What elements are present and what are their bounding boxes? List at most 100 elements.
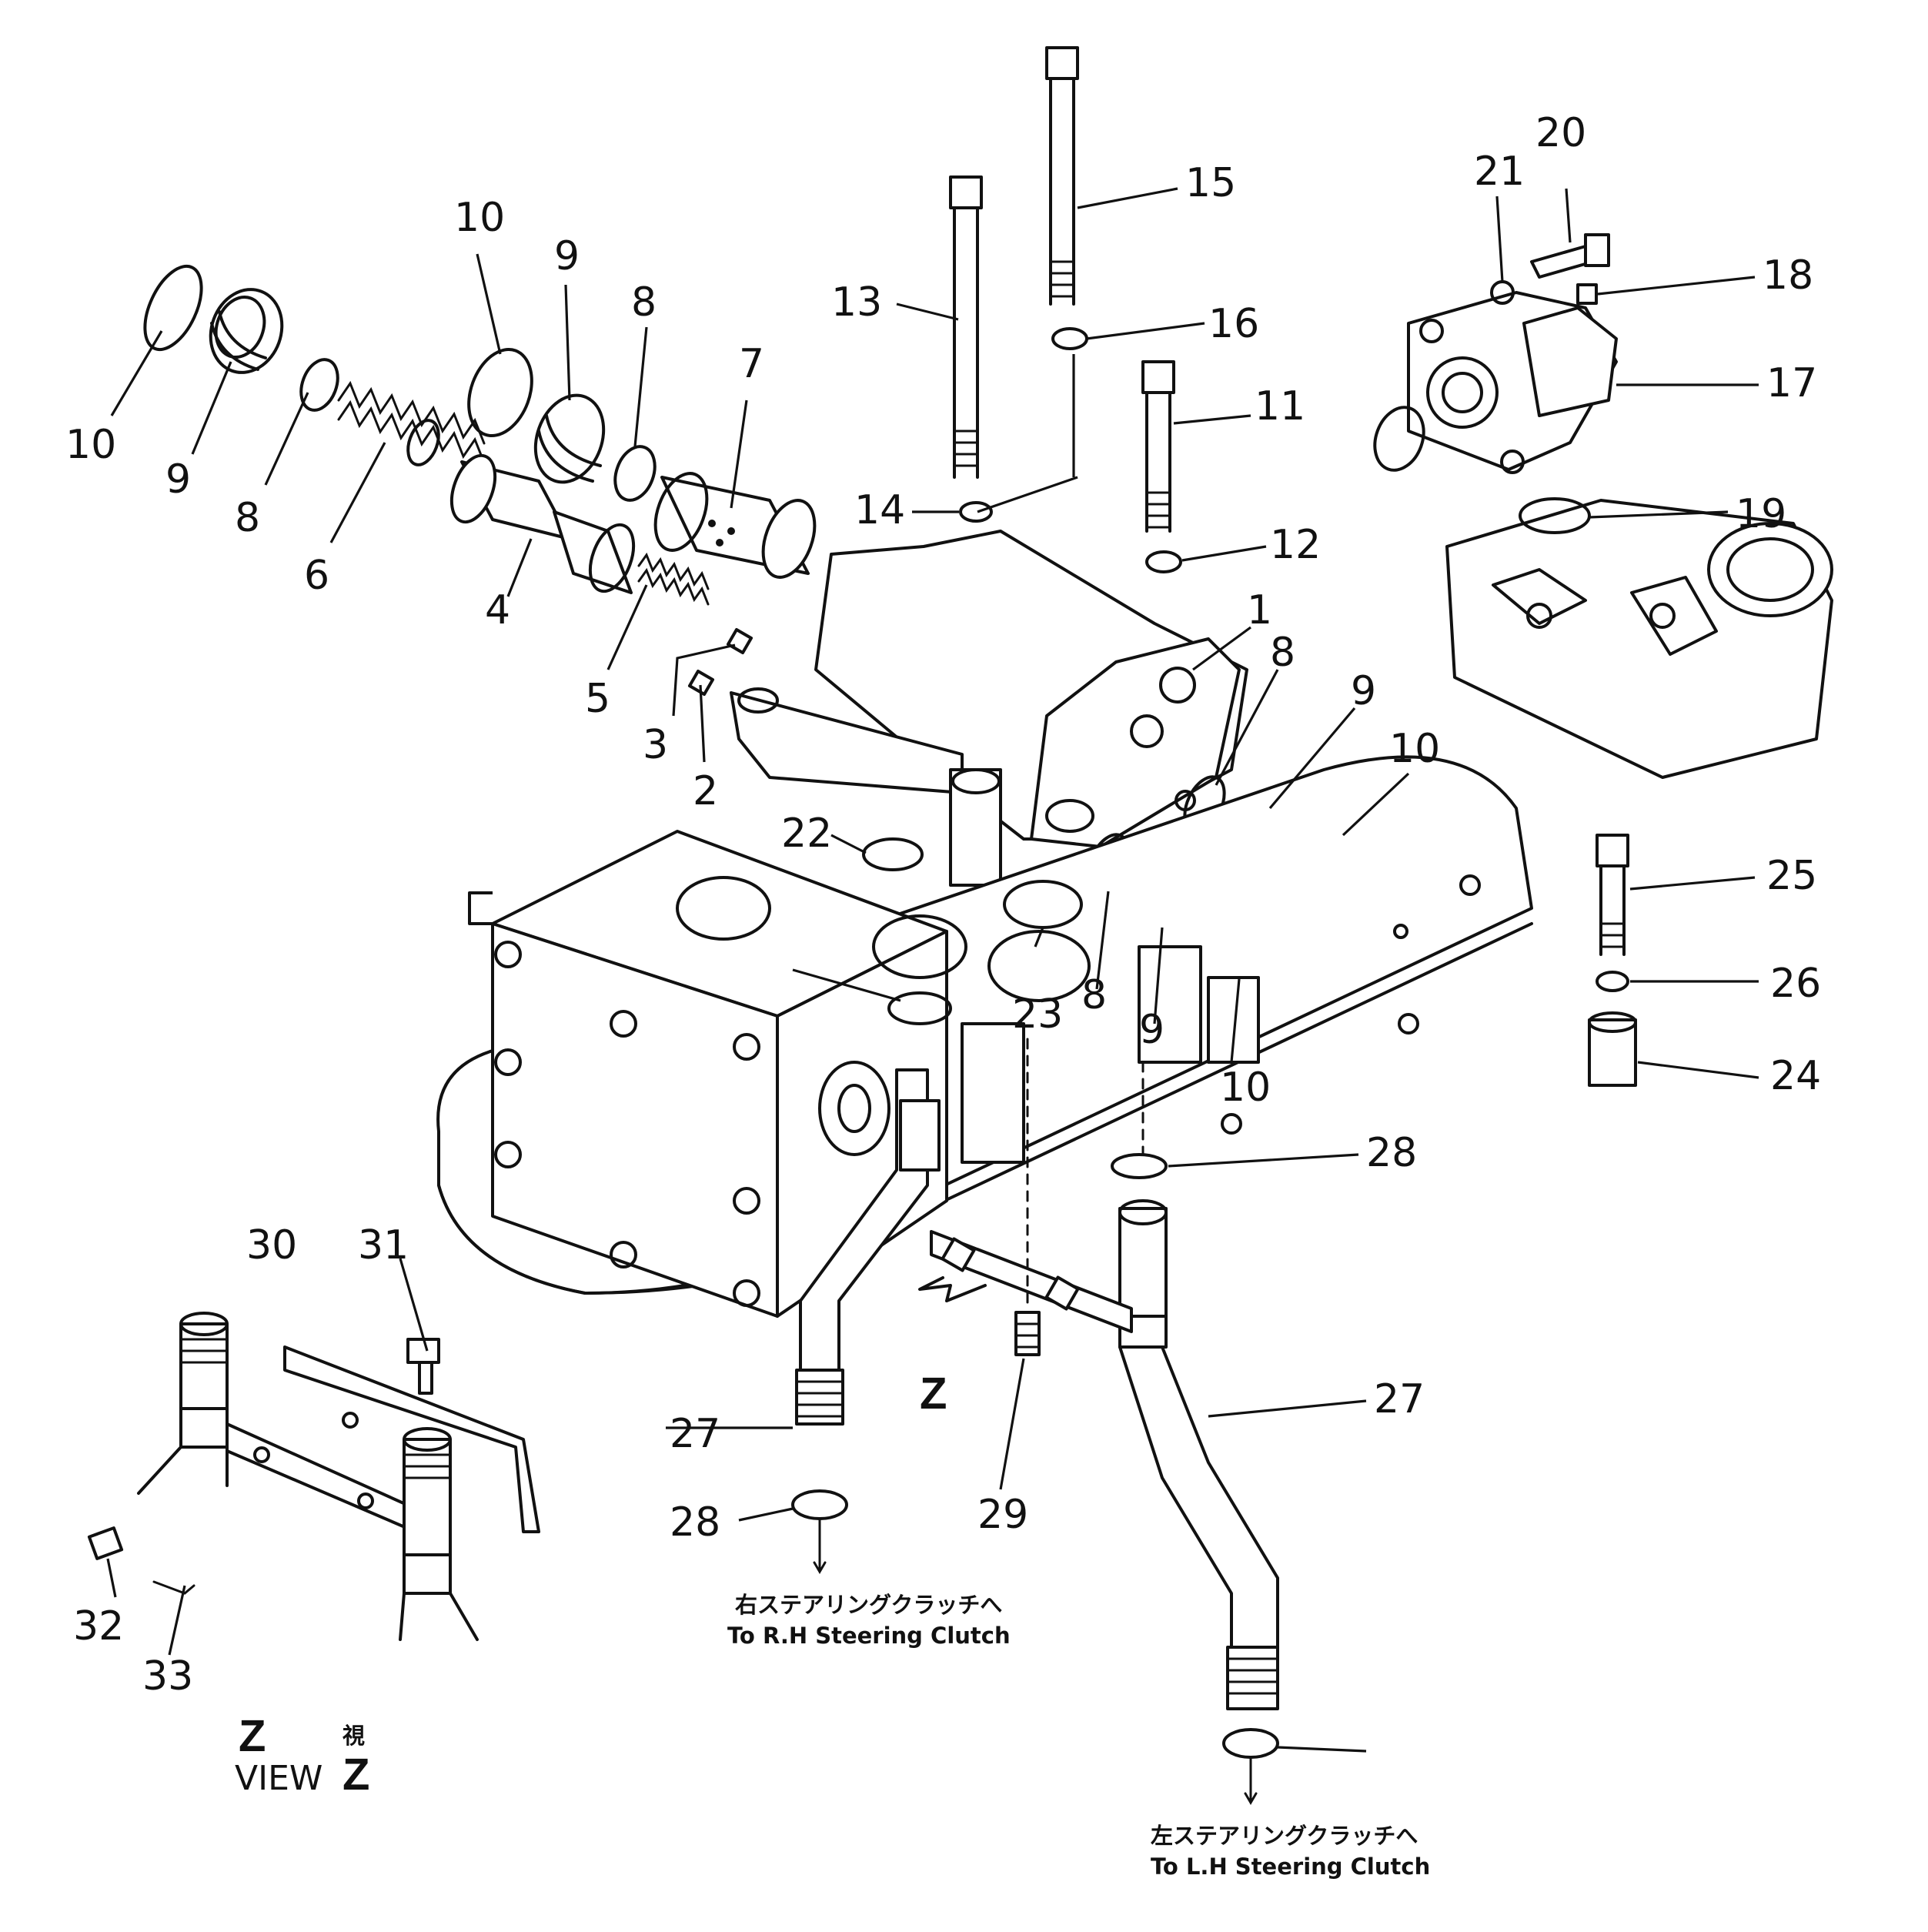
callout-9: 9 xyxy=(165,456,191,503)
valve-body-19 xyxy=(1445,497,1833,779)
view-z-detail xyxy=(87,1312,540,1641)
callout-10: 10 xyxy=(1389,726,1440,772)
callout-8: 8 xyxy=(1081,972,1107,1018)
collar-24 xyxy=(1588,1011,1637,1087)
cylinder-right xyxy=(1138,945,1202,1064)
o-ring-22 xyxy=(862,837,924,871)
leader-lines xyxy=(106,187,1759,1753)
bolt-25 xyxy=(1596,834,1629,956)
view-z-en-label: VIEW xyxy=(235,1759,322,1798)
callout-14: 14 xyxy=(854,487,905,533)
washer-14 xyxy=(959,501,993,523)
view-z-jp-letter: Z xyxy=(239,1711,266,1761)
note-rh-jp: 右ステアリングクラッチへ xyxy=(735,1592,1002,1618)
callout-8: 8 xyxy=(1270,630,1295,676)
callout-25: 25 xyxy=(1766,853,1817,899)
steering-clutch-notes: 右ステアリングクラッチへ To R.H Steering Clutch 左ステア… xyxy=(727,1592,1430,1880)
washer-26 xyxy=(1596,971,1629,992)
callout-8: 8 xyxy=(235,495,260,541)
view-z-jp-kanji: 視 xyxy=(342,1723,365,1749)
flange-17 xyxy=(1407,291,1618,474)
callout-11: 11 xyxy=(1255,383,1305,430)
callout-28: 28 xyxy=(670,1499,720,1546)
sleeve-7 xyxy=(653,472,817,579)
o-ring-28-lower-left xyxy=(791,1489,848,1520)
callout-33: 33 xyxy=(142,1653,193,1700)
callout-28: 28 xyxy=(1366,1130,1417,1176)
plug-9-left xyxy=(209,288,284,374)
spring-6 xyxy=(337,380,486,466)
valve-housing-1 xyxy=(814,530,1248,848)
pipe-27-right xyxy=(1118,1199,1279,1710)
port-center xyxy=(987,930,1091,1002)
callout-16: 16 xyxy=(1208,301,1259,347)
callout-17: 17 xyxy=(1766,360,1817,406)
snap-ring-10-left xyxy=(143,264,203,352)
callout-10: 10 xyxy=(454,195,505,241)
bolt-20 xyxy=(1530,233,1610,279)
clamp-nut-left xyxy=(941,1237,976,1272)
callout-12: 12 xyxy=(1270,522,1321,568)
plug-2 xyxy=(687,669,715,697)
plug-9-second xyxy=(533,393,606,484)
callout-23: 23 xyxy=(1012,991,1063,1038)
view-direction-arrow xyxy=(918,1276,987,1302)
view-z-en-letter: Z xyxy=(342,1750,369,1800)
flow-arrow-rh xyxy=(813,1519,827,1574)
spool-4 xyxy=(449,453,636,594)
o-ring-lh xyxy=(1222,1728,1279,1759)
callout-2: 2 xyxy=(693,768,718,814)
pipe-27-left xyxy=(795,1068,941,1426)
callout-24: 24 xyxy=(1770,1053,1821,1099)
bolt-15 xyxy=(1045,46,1079,306)
o-ring-side xyxy=(887,991,952,1025)
callout-19: 19 xyxy=(1736,491,1786,537)
callout-8: 8 xyxy=(631,279,657,326)
callout-9: 9 xyxy=(1351,668,1376,714)
callout-labels: 10 9 8 6 10 9 8 7 4 5 3 2 13 15 16 14 11… xyxy=(65,110,1821,1700)
callout-15: 15 xyxy=(1185,160,1236,206)
boss-top xyxy=(951,768,1001,794)
o-ring-28-upper xyxy=(1111,1153,1168,1179)
drawing xyxy=(87,46,1833,1805)
callout-1: 1 xyxy=(1247,587,1272,633)
callout-20: 20 xyxy=(1535,110,1586,156)
o-ring-8-second xyxy=(613,445,657,502)
callout-9: 9 xyxy=(1139,1007,1164,1053)
o-ring-17-side xyxy=(1373,406,1425,472)
o-ring-23 xyxy=(1003,880,1083,929)
view-z-marker: Z xyxy=(920,1369,947,1419)
spring-5 xyxy=(637,552,710,606)
callout-7: 7 xyxy=(739,341,764,387)
plug-29 xyxy=(1014,1311,1041,1356)
snap-ring-10-second xyxy=(467,347,533,438)
callout-31: 31 xyxy=(358,1222,409,1269)
callout-29: 29 xyxy=(977,1492,1028,1538)
pump-box xyxy=(468,830,948,1318)
bolt-11 xyxy=(1141,360,1175,533)
cylinder-center xyxy=(961,1022,1025,1164)
callout-18: 18 xyxy=(1763,252,1813,299)
bolt-13 xyxy=(949,175,983,479)
callout-21: 21 xyxy=(1474,149,1525,195)
plug-3 xyxy=(726,627,753,655)
view-z-title: Z 視 VIEW Z xyxy=(235,1711,369,1800)
callout-13: 13 xyxy=(831,279,882,326)
callout-4: 4 xyxy=(485,587,510,633)
note-lh-jp: 左ステアリングクラッチへ xyxy=(1151,1823,1418,1849)
callout-10: 10 xyxy=(65,422,116,468)
clamp-nut-right xyxy=(1044,1275,1080,1311)
callout-27: 27 xyxy=(1374,1376,1425,1422)
callout-9: 9 xyxy=(554,233,580,279)
callout-22: 22 xyxy=(781,811,832,857)
callout-10: 10 xyxy=(1220,1065,1271,1111)
housing-bracket xyxy=(730,687,964,794)
washer-16 xyxy=(1051,327,1088,350)
note-lh-en: To L.H Steering Clutch xyxy=(1151,1853,1430,1880)
note-rh-en: To R.H Steering Clutch xyxy=(727,1623,1011,1649)
callout-5: 5 xyxy=(585,676,610,722)
callout-30: 30 xyxy=(246,1222,297,1269)
callout-32: 32 xyxy=(73,1603,124,1650)
callout-27: 27 xyxy=(670,1411,720,1457)
